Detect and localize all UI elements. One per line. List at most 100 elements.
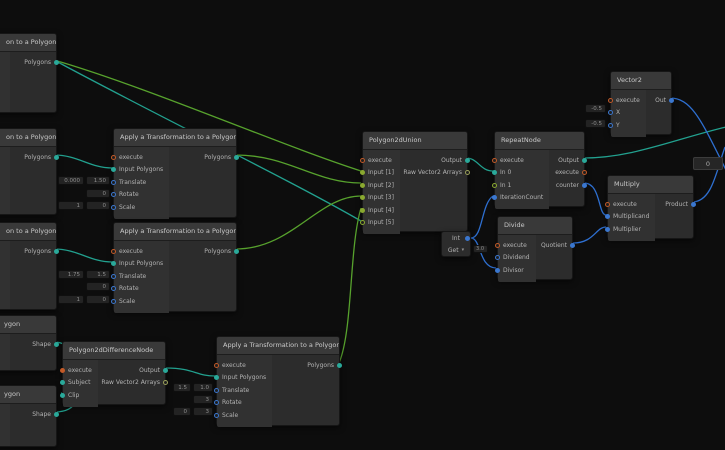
value-input-translate-x[interactable]: 1.5 bbox=[173, 383, 191, 392]
value-input-rotate[interactable]: 0 bbox=[86, 282, 110, 291]
node-apply-offscreen-bottom[interactable]: on to a Polygon Polygons bbox=[0, 222, 59, 310]
port-clip[interactable] bbox=[60, 392, 65, 398]
port-input-4[interactable] bbox=[360, 207, 365, 213]
value-input-scale-x[interactable]: 0 bbox=[173, 407, 191, 416]
wire-quotient-to-multiplier[interactable] bbox=[572, 226, 607, 244]
node-title[interactable]: Apply a Transformation to a Polygon bbox=[114, 223, 236, 241]
output-execute-port[interactable] bbox=[582, 170, 587, 176]
output-out-port[interactable] bbox=[669, 97, 674, 103]
wire-polygons-to-apply1[interactable] bbox=[53, 154, 113, 169]
port-execute[interactable] bbox=[605, 201, 610, 207]
node-polygon2d-union[interactable]: Polygon2dUnion execute Input [1] Input [… bbox=[360, 131, 470, 234]
port-execute[interactable] bbox=[111, 154, 116, 160]
wire-apply3-to-union-in4[interactable] bbox=[338, 207, 362, 364]
port-rotate[interactable] bbox=[214, 400, 219, 406]
port-in0[interactable] bbox=[492, 170, 497, 176]
port-dividend[interactable] bbox=[495, 255, 500, 261]
variable-type-row[interactable]: Int bbox=[442, 232, 470, 244]
port-input-3[interactable] bbox=[360, 195, 365, 201]
output-counter-port[interactable] bbox=[582, 182, 587, 188]
port-x[interactable] bbox=[608, 110, 613, 116]
port-execute[interactable] bbox=[360, 157, 365, 163]
port-multiplier[interactable] bbox=[605, 226, 610, 232]
node-title[interactable]: Apply a Transformation to a Polygon bbox=[114, 129, 236, 147]
port-translate[interactable] bbox=[111, 179, 116, 185]
port-rotate[interactable] bbox=[111, 286, 116, 292]
node-polygon-offscreen-top[interactable]: ygon Shape bbox=[0, 315, 59, 371]
port-execute[interactable] bbox=[60, 367, 65, 373]
port-input-polygons[interactable] bbox=[214, 375, 219, 381]
wire-counter-to-multiplicand[interactable] bbox=[583, 182, 607, 216]
wire-polygons-to-apply2[interactable] bbox=[53, 248, 113, 263]
node-apply-offscreen-top[interactable]: on to a Polygon Polygons bbox=[0, 33, 59, 113]
port-scale[interactable] bbox=[214, 412, 219, 418]
node-title[interactable]: on to a Polygon bbox=[0, 129, 56, 147]
value-input-scale-y[interactable]: 0 bbox=[86, 201, 110, 210]
output-port[interactable] bbox=[582, 157, 587, 163]
port-execute[interactable] bbox=[608, 97, 613, 103]
port-execute[interactable] bbox=[214, 362, 219, 368]
value-input-scale-x[interactable]: 1 bbox=[58, 295, 84, 304]
value-input-y[interactable]: -0.5 bbox=[585, 119, 606, 128]
wire-int-to-divisor[interactable] bbox=[470, 237, 497, 269]
wire-repeat-output-right[interactable] bbox=[582, 126, 725, 159]
output-product-port[interactable] bbox=[691, 201, 696, 207]
wire-product-right[interactable] bbox=[691, 146, 725, 203]
port-scale[interactable] bbox=[111, 204, 116, 210]
port-divisor[interactable] bbox=[495, 267, 500, 273]
port-subject[interactable] bbox=[60, 380, 65, 386]
output-raw-arrays-port[interactable] bbox=[163, 380, 168, 386]
value-input-translate-x[interactable]: 0.000 bbox=[58, 176, 84, 185]
port-execute[interactable] bbox=[495, 242, 500, 248]
port-execute[interactable] bbox=[492, 157, 497, 163]
output-raw-arrays-port[interactable] bbox=[465, 170, 470, 176]
node-apply-offscreen-mid[interactable]: on to a Polygon Polygons bbox=[0, 128, 59, 215]
wire-difference-to-apply3[interactable] bbox=[165, 367, 216, 377]
node-polygon-offscreen-bottom[interactable]: ygon Shape bbox=[0, 385, 59, 447]
port-scale[interactable] bbox=[111, 298, 116, 304]
node-title[interactable]: on to a Polygon bbox=[0, 34, 56, 52]
wire-apply2-to-union-in3[interactable] bbox=[235, 195, 362, 250]
node-title[interactable]: Multiply bbox=[608, 176, 693, 194]
output-polygons-port[interactable] bbox=[54, 154, 59, 160]
port-execute[interactable] bbox=[111, 248, 116, 254]
output-int-port[interactable] bbox=[465, 235, 470, 241]
node-title[interactable]: Divide bbox=[498, 217, 572, 235]
value-input-x[interactable]: -0.5 bbox=[585, 104, 606, 113]
value-input-rotate[interactable]: 0 bbox=[86, 189, 110, 198]
node-title[interactable]: RepeatNode bbox=[495, 132, 584, 150]
node-int-variable[interactable]: Int Get ▾ bbox=[441, 231, 471, 257]
node-divide[interactable]: Divide execute Dividend Divisor Quotient bbox=[495, 216, 575, 282]
value-input-scale-x[interactable]: 1 bbox=[58, 201, 84, 210]
node-title[interactable]: ygon bbox=[0, 316, 56, 334]
value-input-rotate[interactable]: 3 bbox=[193, 395, 213, 404]
port-multiplicand[interactable] bbox=[605, 214, 610, 220]
node-title[interactable]: ygon bbox=[0, 386, 56, 404]
node-title[interactable]: Polygon2dDifferenceNode bbox=[63, 342, 165, 360]
output-port[interactable] bbox=[465, 157, 470, 163]
output-polygons-port[interactable] bbox=[234, 154, 239, 160]
node-title[interactable]: Vector2 bbox=[611, 72, 671, 90]
output-quotient-port[interactable] bbox=[570, 242, 575, 248]
wire-apply1-to-union-in2[interactable] bbox=[235, 154, 362, 184]
output-shape-port[interactable] bbox=[54, 341, 59, 347]
wire-union-to-repeat-in0[interactable] bbox=[465, 157, 494, 172]
port-input-2[interactable] bbox=[360, 182, 365, 188]
node-polygon2d-difference[interactable]: Polygon2dDifferenceNode execute Subject … bbox=[60, 341, 168, 407]
port-iteration-count[interactable] bbox=[492, 195, 497, 201]
node-vector2[interactable]: Vector2 execute X Y Out bbox=[608, 71, 674, 137]
wire-polygons-to-union-in1[interactable] bbox=[53, 59, 362, 172]
output-polygons-port[interactable] bbox=[54, 248, 59, 254]
value-input-scale-y[interactable]: 0 bbox=[86, 295, 110, 304]
port-in1[interactable] bbox=[492, 182, 497, 188]
port-translate[interactable] bbox=[111, 273, 116, 279]
output-port[interactable] bbox=[163, 367, 168, 373]
node-title[interactable]: Apply a Transformation to a Polygon bbox=[217, 337, 339, 355]
variable-action-row[interactable]: Get ▾ bbox=[442, 244, 470, 256]
value-input-floating[interactable]: 0 bbox=[693, 157, 723, 170]
node-apply-transformation-3[interactable]: Apply a Transformation to a Polygon exec… bbox=[214, 336, 342, 427]
node-repeat[interactable]: RepeatNode execute In 0 In 1 IterationCo… bbox=[492, 131, 587, 209]
port-input-polygons[interactable] bbox=[111, 261, 116, 267]
wire-int-to-iterationcount[interactable] bbox=[470, 195, 494, 239]
output-shape-port[interactable] bbox=[54, 411, 59, 417]
